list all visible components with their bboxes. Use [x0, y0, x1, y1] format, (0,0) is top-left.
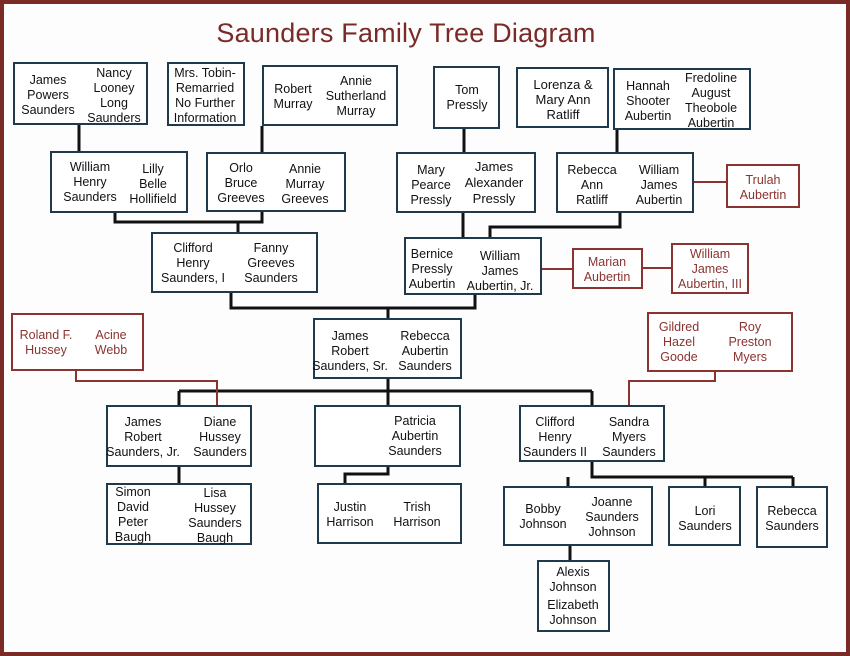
connector-orlo-annie-to-clifford-fanny: [238, 212, 264, 224]
connector-patricia-to-justin-trish: [343, 467, 390, 483]
connector-rebecca-william-to-bernice-william: [488, 213, 622, 237]
connector-bernice-william-to-james-rebecca: [388, 295, 477, 310]
connector-clifford-ii-children-bar: [590, 462, 793, 479]
connector-william-lilly-to-clifford-fanny: [113, 213, 240, 232]
diagram-title: Saunders Family Tree Diagram: [216, 18, 596, 48]
connector-gildred-roy-to-sandra: [628, 372, 716, 405]
connector-roland-acine-to-diane: [75, 371, 218, 405]
name-roland-f-hussey: Roland F.Hussey: [19, 328, 73, 357]
connector-clifford-fanny-to-james-rebecca: [229, 293, 390, 318]
